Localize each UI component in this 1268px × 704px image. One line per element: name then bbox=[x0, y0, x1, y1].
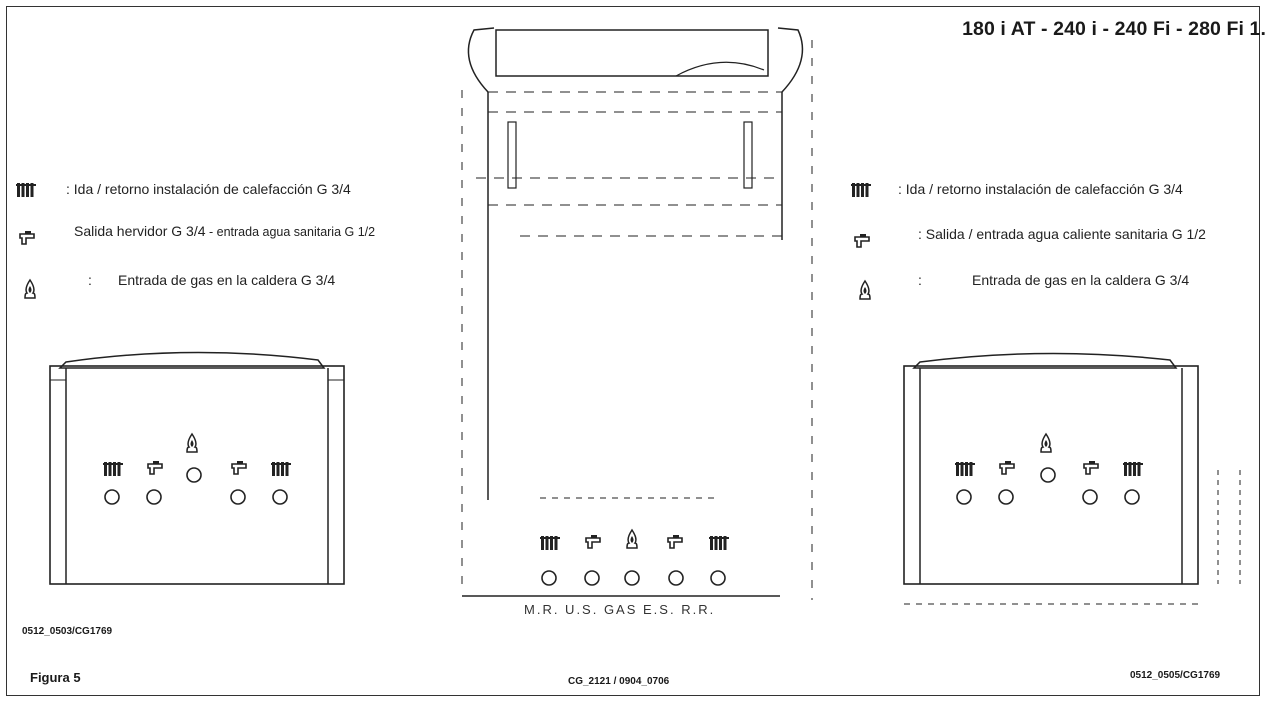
right-legend-heating: : Ida / retorno instalación de calefacci… bbox=[898, 181, 1183, 197]
radiator-icon bbox=[16, 183, 36, 197]
left-legend-heating: : Ida / retorno instalación de calefacci… bbox=[66, 181, 351, 197]
connection-labels: M.R. U.S. GAS E.S. R.R. bbox=[524, 602, 716, 617]
left-legend-gas-colon: : bbox=[88, 272, 92, 288]
page-title: 180 i AT - 240 i - 240 Fi - 280 Fi 1. bbox=[962, 18, 1266, 40]
center-drawing-code: CG_2121 / 0904_0706 bbox=[568, 676, 670, 687]
left-legend-gas: Entrada de gas en la caldera G 3/4 bbox=[118, 272, 336, 288]
gas-flame-icon bbox=[859, 280, 871, 300]
faucet-icon bbox=[19, 230, 35, 245]
center-wall-template bbox=[461, 27, 813, 600]
gas-flame-icon bbox=[24, 279, 36, 299]
figure-frame bbox=[6, 6, 1260, 696]
right-boiler-view bbox=[903, 352, 1241, 605]
right-drawing-code: 0512_0505/CG1769 bbox=[1130, 670, 1221, 681]
right-legend-gas: Entrada de gas en la caldera G 3/4 bbox=[972, 272, 1190, 288]
right-legend-dhw: : Salida / entrada agua caliente sanitar… bbox=[918, 226, 1206, 242]
radiator-icon bbox=[851, 183, 871, 197]
left-legend-dhw: Salida hervidor G 3/4 - entrada agua san… bbox=[74, 223, 376, 239]
left-drawing-code: 0512_0503/CG1769 bbox=[22, 626, 113, 637]
figure-label: Figura 5 bbox=[30, 670, 81, 685]
right-legend-gas-colon: : bbox=[918, 272, 922, 288]
left-boiler-view bbox=[49, 351, 345, 585]
faucet-icon bbox=[854, 233, 870, 248]
